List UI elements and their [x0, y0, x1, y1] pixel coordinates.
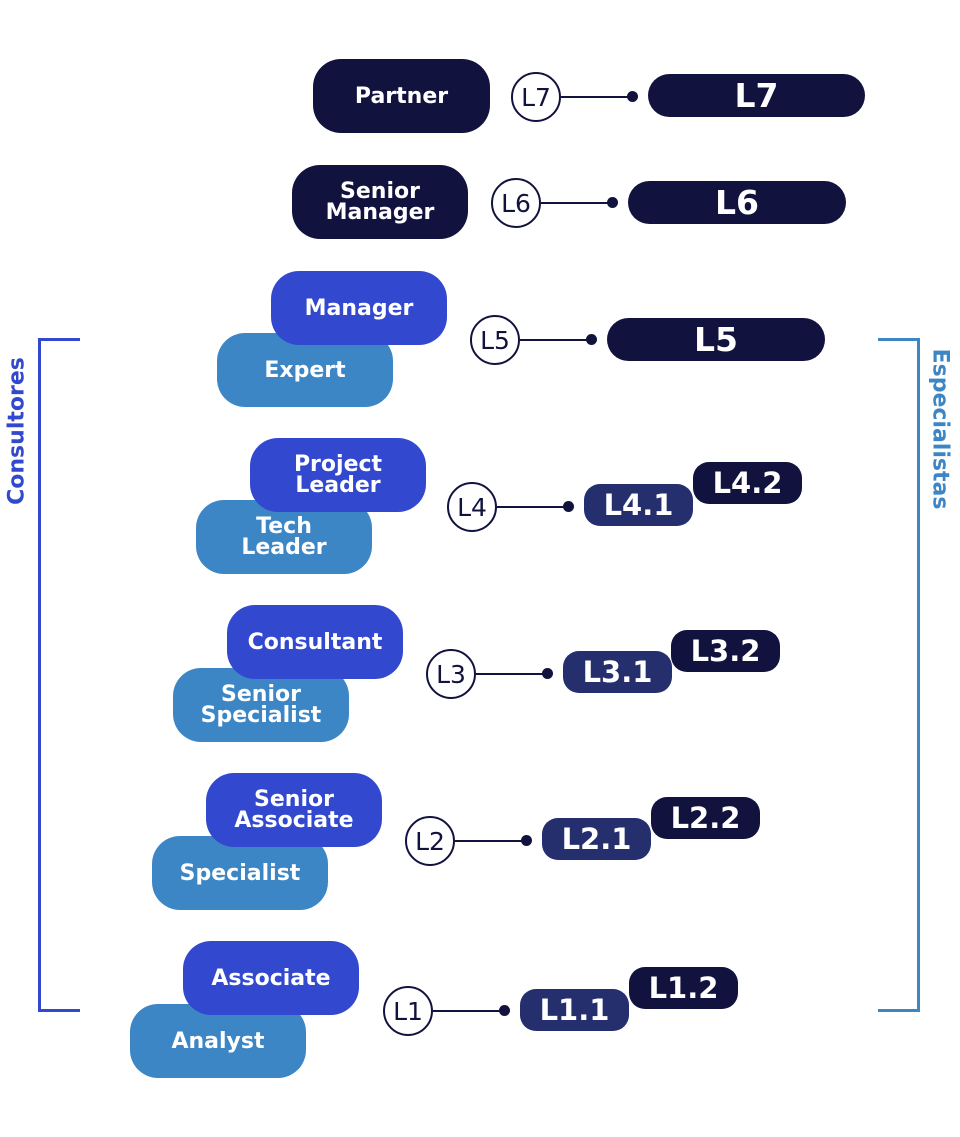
connector-dot-l6	[607, 197, 618, 208]
level-code-l4-1: L4.1	[584, 484, 693, 526]
level-code-l2-1: L2.1	[542, 818, 651, 860]
level-code-l2-2: L2.2	[651, 797, 760, 839]
role-associate: Associate	[183, 941, 359, 1015]
connector-l6	[541, 202, 613, 204]
role-consultant: Consultant	[227, 605, 403, 679]
role-tech-leader: Tech Leader	[196, 500, 372, 574]
connector-l4	[497, 506, 569, 508]
role-specialist: Specialist	[152, 836, 328, 910]
connector-l2	[455, 840, 527, 842]
level-code-l6: L6	[628, 181, 846, 224]
level-code-l3-2: L3.2	[671, 630, 780, 672]
role-project-leader: Project Leader	[250, 438, 426, 512]
connector-dot-l4	[563, 501, 574, 512]
role-partner: Partner	[313, 59, 490, 133]
role-senior-specialist: Senior Specialist	[173, 668, 349, 742]
level-code-l4-2: L4.2	[693, 462, 802, 504]
connector-l1	[433, 1010, 505, 1012]
consultores-label: Consultores	[4, 357, 30, 505]
level-code-l7: L7	[648, 74, 865, 117]
level-code-l3-1: L3.1	[563, 651, 672, 693]
role-senior-manager: Senior Manager	[292, 165, 468, 239]
role-manager: Manager	[271, 271, 447, 345]
role-analyst: Analyst	[130, 1004, 306, 1078]
connector-dot-l7	[627, 91, 638, 102]
level-code-l5: L5	[607, 318, 825, 361]
level-code-l1-1: L1.1	[520, 989, 629, 1031]
level-circle-l3: L3	[426, 649, 476, 699]
especialistas-bracket	[878, 338, 920, 1012]
connector-l5	[520, 339, 592, 341]
role-senior-associate: Senior Associate	[206, 773, 382, 847]
especialistas-label: Especialistas	[927, 348, 953, 510]
level-circle-l7: L7	[511, 72, 561, 122]
connector-dot-l2	[521, 835, 532, 846]
connector-dot-l1	[499, 1005, 510, 1016]
consultores-bracket	[38, 338, 80, 1012]
level-circle-l1: L1	[383, 986, 433, 1036]
level-circle-l4: L4	[447, 482, 497, 532]
connector-l7	[561, 96, 633, 98]
connector-l3	[476, 673, 548, 675]
level-code-l1-2: L1.2	[629, 967, 738, 1009]
role-expert: Expert	[217, 333, 393, 407]
level-circle-l5: L5	[470, 315, 520, 365]
connector-dot-l3	[542, 668, 553, 679]
connector-dot-l5	[586, 334, 597, 345]
level-circle-l2: L2	[405, 816, 455, 866]
level-circle-l6: L6	[491, 178, 541, 228]
